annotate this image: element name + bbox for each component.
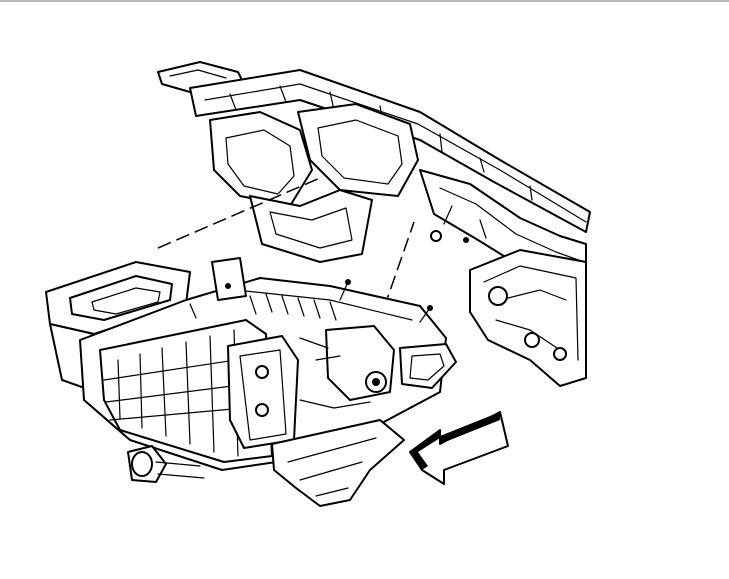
top-border-rule	[0, 0, 729, 2]
removal-direction-arrow	[409, 411, 509, 485]
alignment-guide-lines	[157, 177, 415, 309]
instrument-panel-carrier	[157, 61, 591, 387]
hvac-module-assembly	[45, 257, 457, 507]
